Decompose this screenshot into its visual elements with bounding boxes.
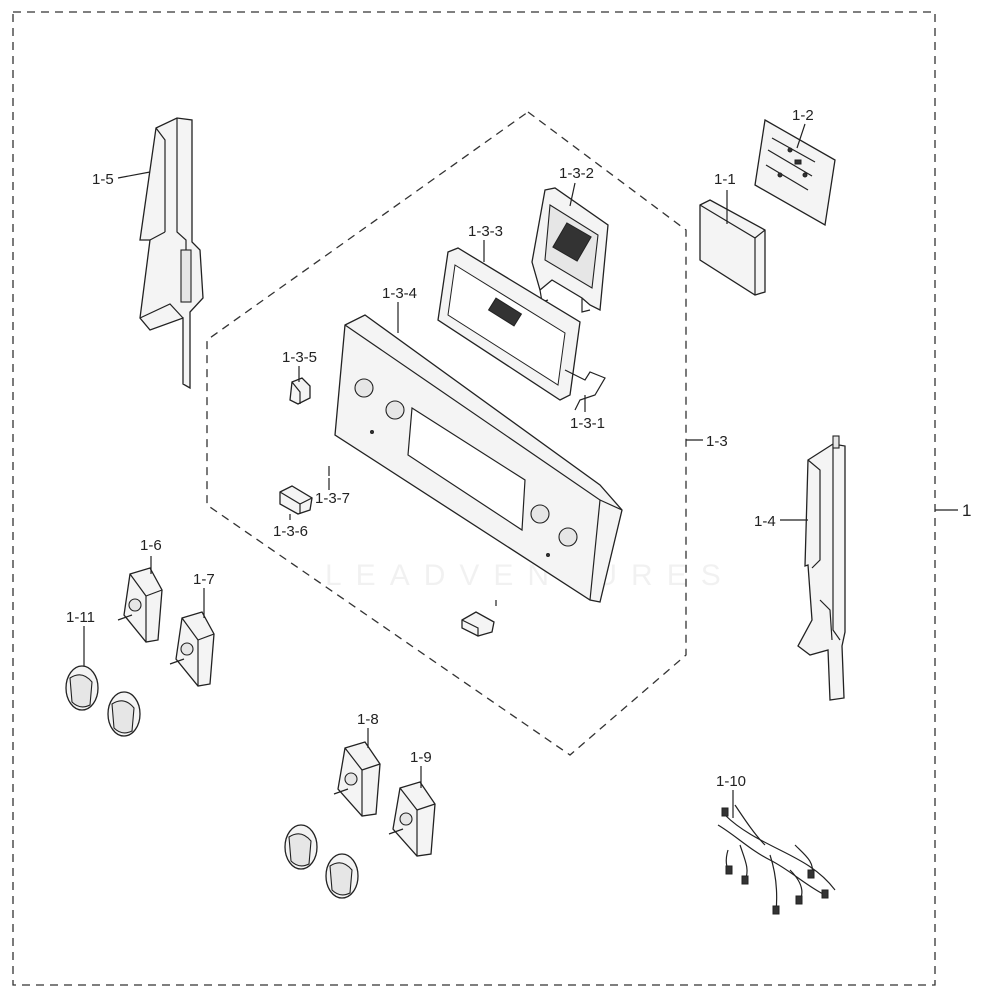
- part-1-10-wire-harness: [717, 804, 836, 915]
- label-1-3-3: 1-3-3: [468, 223, 503, 240]
- label-1-6: 1-6: [140, 537, 162, 554]
- label-1-4: 1-4: [754, 513, 776, 530]
- part-1-11-knob-b: [107, 691, 141, 737]
- label-1-3-4: 1-3-4: [382, 285, 417, 302]
- knob-c: [284, 824, 318, 870]
- label-1: 1: [962, 501, 971, 520]
- label-1-1: 1-1: [714, 171, 736, 188]
- label-1-2: 1-2: [792, 107, 814, 124]
- label-1-8: 1-8: [357, 711, 379, 728]
- assembly-boundary: [12, 11, 936, 986]
- label-1-9: 1-9: [410, 749, 432, 766]
- part-1-9-switch: [388, 781, 436, 857]
- part-1-11-knob-a: [65, 665, 99, 711]
- part-1-3-6-connector: [279, 485, 313, 515]
- part-1-5-left-bracket: [139, 117, 204, 390]
- label-1-3-5: 1-3-5: [282, 349, 317, 366]
- label-1-3-6: 1-3-6: [273, 523, 308, 540]
- part-1-3-2-display-bracket: [531, 187, 609, 313]
- part-1-3-4-control-panel: [334, 314, 623, 603]
- watermark: LEADVENTURES: [325, 559, 735, 592]
- knob-d: [325, 853, 359, 899]
- label-1-11: 1-11: [66, 609, 95, 626]
- label-1-10: 1-10: [716, 773, 746, 790]
- label-1-3-7: 1-3-7: [315, 490, 350, 507]
- label-1-3-1: 1-3-1: [570, 415, 605, 432]
- label-1-7: 1-7: [193, 571, 215, 588]
- leader-lines: [83, 123, 958, 818]
- loose-connector: [461, 600, 497, 637]
- label-1-3: 1-3: [706, 433, 728, 450]
- part-1-6-switch: [117, 567, 163, 643]
- part-1-2-circuit-board: [754, 118, 836, 227]
- part-1-1-control-module: [699, 199, 766, 296]
- subassembly-1-3-boundary: [206, 111, 687, 756]
- label-1-3-2: 1-3-2: [559, 165, 594, 182]
- part-1-4-right-bracket: [797, 435, 846, 701]
- part-1-3-5-clip: [289, 377, 311, 405]
- part-1-7-switch: [169, 611, 215, 687]
- part-1-3-3-display-frame: [437, 247, 606, 411]
- label-1-5: 1-5: [92, 171, 114, 188]
- part-1-8-switch: [333, 741, 381, 817]
